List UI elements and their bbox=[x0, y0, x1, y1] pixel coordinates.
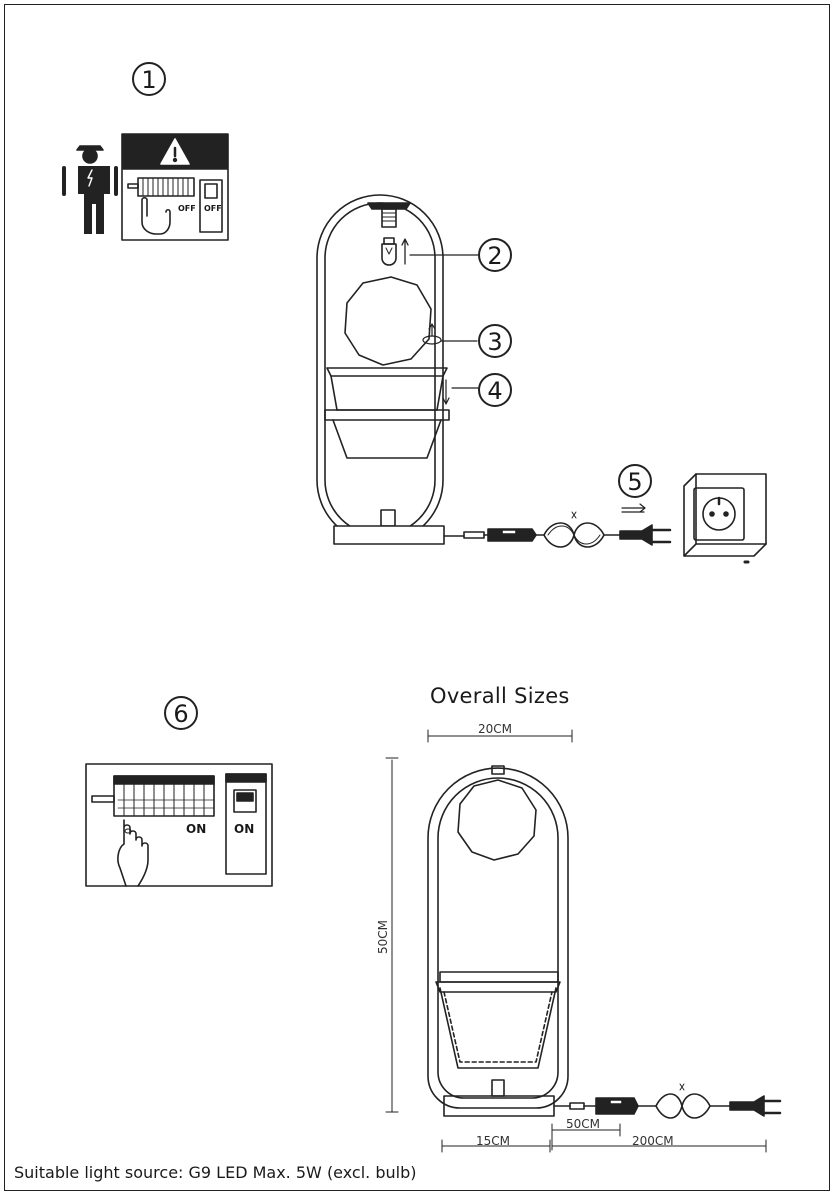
wall-socket-icon bbox=[683, 473, 767, 564]
lamp-exploded-view bbox=[316, 194, 767, 564]
base-dimension: 15CM bbox=[476, 1134, 511, 1148]
step-number-1: 1 bbox=[132, 62, 166, 96]
breaker-on-label: ON bbox=[186, 822, 207, 836]
width-dimension: 20CM bbox=[478, 722, 513, 736]
step-number-6: 6 bbox=[164, 696, 198, 730]
instruction-sheet bbox=[4, 4, 830, 1191]
height-dimension: 50CM bbox=[376, 919, 391, 955]
cord-total-dimension: 200CM bbox=[632, 1134, 674, 1148]
cord-switch-dimension: 50CM bbox=[566, 1117, 601, 1131]
step-number-4: 4 bbox=[478, 373, 512, 407]
warning-panel-off bbox=[121, 133, 229, 241]
step-number-2: 2 bbox=[478, 238, 512, 272]
electrician-icon bbox=[62, 145, 118, 234]
step-number-3: 3 bbox=[478, 324, 512, 358]
overall-sizes-title: Overall Sizes bbox=[430, 684, 570, 708]
switch-off-label: OFF bbox=[204, 204, 222, 213]
breaker-off-label: OFF bbox=[178, 204, 196, 213]
breaker-panel-on bbox=[85, 763, 273, 887]
switch-on-label: ON bbox=[234, 822, 255, 836]
lamp-dimension-view bbox=[385, 729, 782, 1153]
step-number-5: 5 bbox=[618, 464, 652, 498]
light-source-note: Suitable light source: G9 LED Max. 5W (e… bbox=[14, 1163, 417, 1182]
